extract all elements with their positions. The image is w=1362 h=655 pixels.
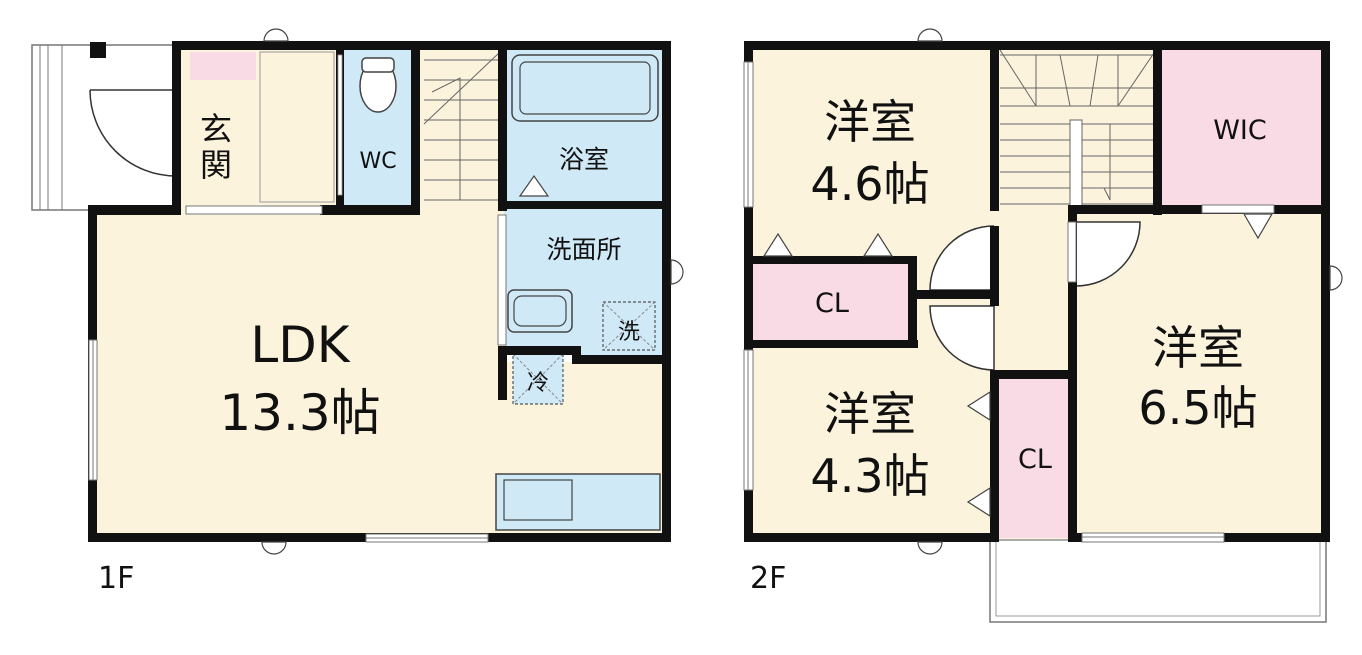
closet-b-door-marker-1: [966, 390, 991, 422]
vent-marker-1f-north: [263, 28, 289, 42]
balcony: [989, 539, 1327, 623]
shoe-storage: [190, 52, 256, 80]
label-room-b-name: 洋室: [824, 387, 916, 441]
genkan-step: [185, 205, 323, 215]
floor-1f: 玄 関 WC 浴室 洗面所 洗 冷 LDK 13.3帖 1F: [31, 28, 684, 596]
closet-a: [752, 262, 912, 342]
stairs-1f: [423, 51, 501, 201]
label-room-c-name: 洋室: [1152, 321, 1244, 375]
label-room-a-name: 洋室: [824, 95, 916, 149]
entrance-porch: [31, 44, 177, 211]
entrance-door-swing: [89, 89, 177, 177]
wic-door-marker: [1242, 213, 1274, 240]
floor-label-1f: 1F: [98, 561, 134, 596]
label-wic: WIC: [1213, 115, 1267, 146]
label-genkan-1: 玄: [200, 110, 232, 148]
hall: [259, 51, 335, 203]
washbasin: [507, 289, 573, 333]
floor-2f: 洋室 4.6帖 CL 洋室 4.3帖 CL WIC 洋室 6.5帖 2F: [743, 28, 1343, 623]
vent-marker-1f-east: [670, 259, 684, 285]
door-swing-room-a: [929, 225, 995, 291]
bath-door-marker: [518, 174, 550, 197]
closet-b: [998, 378, 1072, 538]
vent-marker-2f-south: [917, 541, 943, 555]
bathtub: [511, 54, 659, 122]
label-genkan-2: 関: [200, 146, 232, 184]
label-room-b-size: 4.3帖: [810, 449, 929, 503]
door-swing-room-c: [1075, 221, 1141, 287]
closet-a-door-marker-1: [762, 232, 794, 257]
pillar: [90, 42, 106, 58]
wic-door: [1201, 204, 1275, 214]
vent-marker-1f-south: [261, 541, 287, 555]
wic-room: [1158, 45, 1328, 210]
vent-marker-2f-north: [917, 28, 943, 42]
label-ldk-name: LDK: [250, 316, 350, 374]
label-closet-a: CL: [815, 288, 849, 319]
ldk-room: [92, 210, 666, 538]
vent-marker-2f-east: [1329, 265, 1343, 291]
stairs-2f: [999, 49, 1157, 211]
label-fridge: 冷: [527, 371, 549, 396]
floor-label-2f: 2F: [750, 561, 786, 596]
label-washer: 洗: [618, 320, 640, 345]
closet-b-door-marker-2: [966, 486, 991, 518]
sliding-door-washroom: [497, 214, 507, 346]
door-swing-room-b: [929, 305, 995, 371]
label-washroom: 洗面所: [546, 235, 621, 264]
wc-door: [337, 54, 343, 196]
label-closet-b: CL: [1018, 444, 1052, 475]
kitchen-sink: [503, 479, 573, 521]
label-ldk-size: 13.3帖: [219, 384, 380, 442]
kitchen-counter: [495, 473, 661, 531]
label-wc: WC: [359, 149, 396, 174]
closet-a-door-marker-2: [862, 232, 894, 257]
label-bath: 浴室: [559, 145, 609, 174]
label-room-a-size: 4.6帖: [810, 157, 929, 211]
label-room-c-size: 6.5帖: [1138, 381, 1257, 435]
